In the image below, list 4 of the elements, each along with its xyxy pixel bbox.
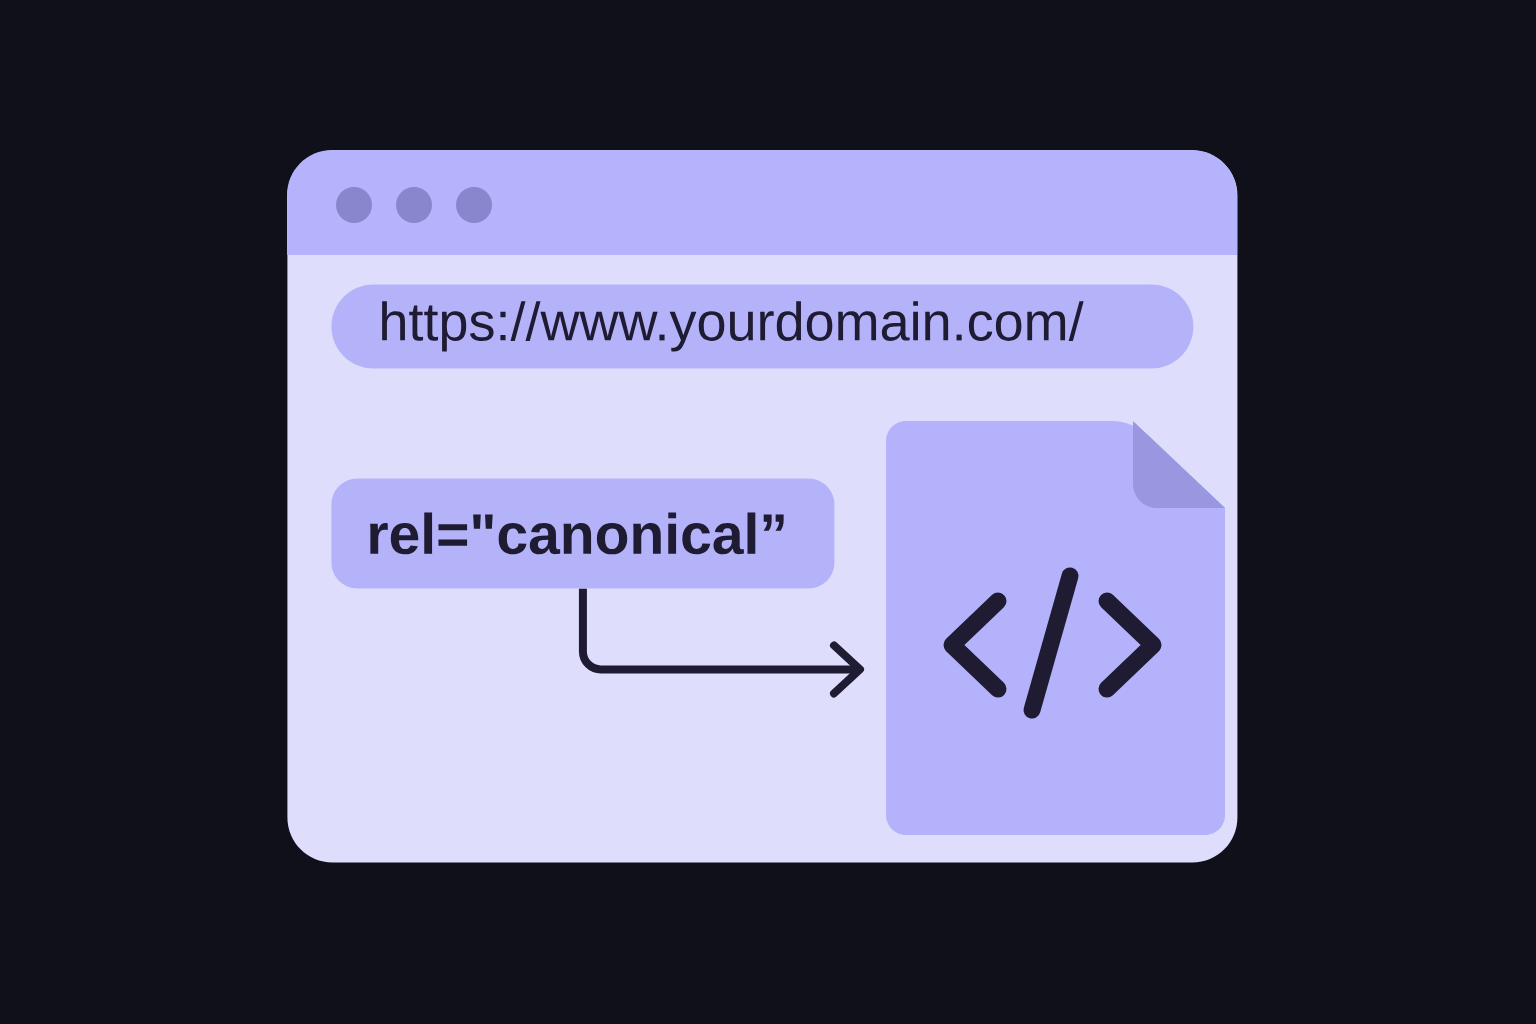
code-icon (943, 567, 1162, 719)
code-file (886, 421, 1225, 835)
address-bar: https://www.yourdomain.com/ (331, 284, 1194, 369)
attribute-tag: rel="canonical” (331, 478, 835, 589)
